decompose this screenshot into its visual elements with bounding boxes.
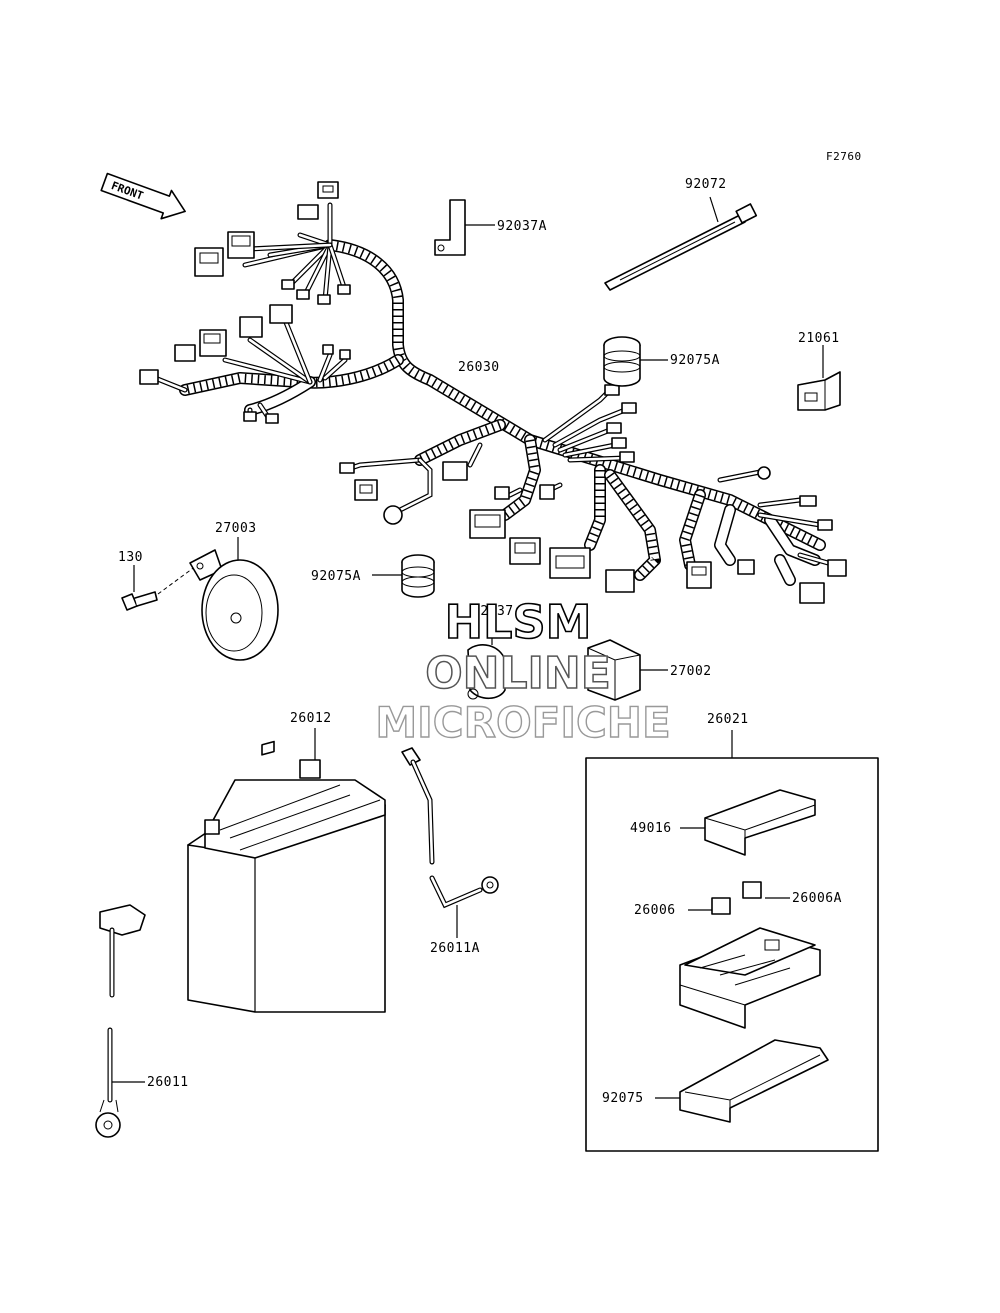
cable-26011 (95, 904, 146, 1138)
label-49016: 49016 (630, 821, 672, 836)
grommet-92075A-top (603, 336, 668, 387)
battery-26012 (187, 728, 386, 1013)
label-92072: 92072 (685, 177, 727, 192)
label-92075: 92075 (602, 1091, 644, 1106)
label-92075A-mid: 92075A (311, 569, 361, 584)
main-harness-26030 (139, 181, 847, 604)
label-26006A: 26006A (792, 891, 842, 906)
label-27002: 27002 (670, 664, 712, 679)
watermark-line2: ONLINE (425, 648, 611, 699)
relay-27002 (587, 639, 668, 701)
cover-49016 (680, 789, 816, 856)
label-21061: 21061 (798, 331, 840, 346)
label-130: 130 (118, 550, 143, 565)
clamp-92037 (467, 620, 506, 700)
bracket-92037A (434, 199, 495, 256)
label-26030: 26030 (458, 360, 500, 375)
watermark-line1: HLSM (445, 595, 592, 649)
horn-27003 (189, 537, 279, 661)
label-26006: 26006 (634, 903, 676, 918)
fusebox-body (679, 927, 821, 1029)
label-92037: 92037 (472, 604, 514, 619)
rubber-92075 (655, 1039, 829, 1123)
label-26012: 26012 (290, 711, 332, 726)
watermark-line3: MICROFICHE (375, 698, 670, 747)
cable-tie-92072 (604, 196, 758, 291)
label-26021: 26021 (707, 712, 749, 727)
fuse-26006A (742, 881, 790, 899)
bolt-130 (121, 565, 197, 611)
fuse-26006 (688, 897, 731, 915)
figure-code: F2760 (826, 150, 862, 163)
label-27003: 27003 (215, 521, 257, 536)
fusebox-group-26021 (585, 730, 879, 1152)
cable-26011A (401, 747, 499, 938)
front-arrow-icon: FRONT (100, 172, 186, 220)
watermark: HLSM ONLINE MICROFICHE (375, 594, 672, 748)
label-26011A: 26011A (430, 941, 480, 956)
label-92075A-top: 92075A (670, 353, 720, 368)
part-21061 (797, 345, 841, 411)
label-26011: 26011 (147, 1075, 189, 1090)
grommet-92075A-mid (372, 554, 435, 598)
label-92037A: 92037A (497, 219, 547, 234)
